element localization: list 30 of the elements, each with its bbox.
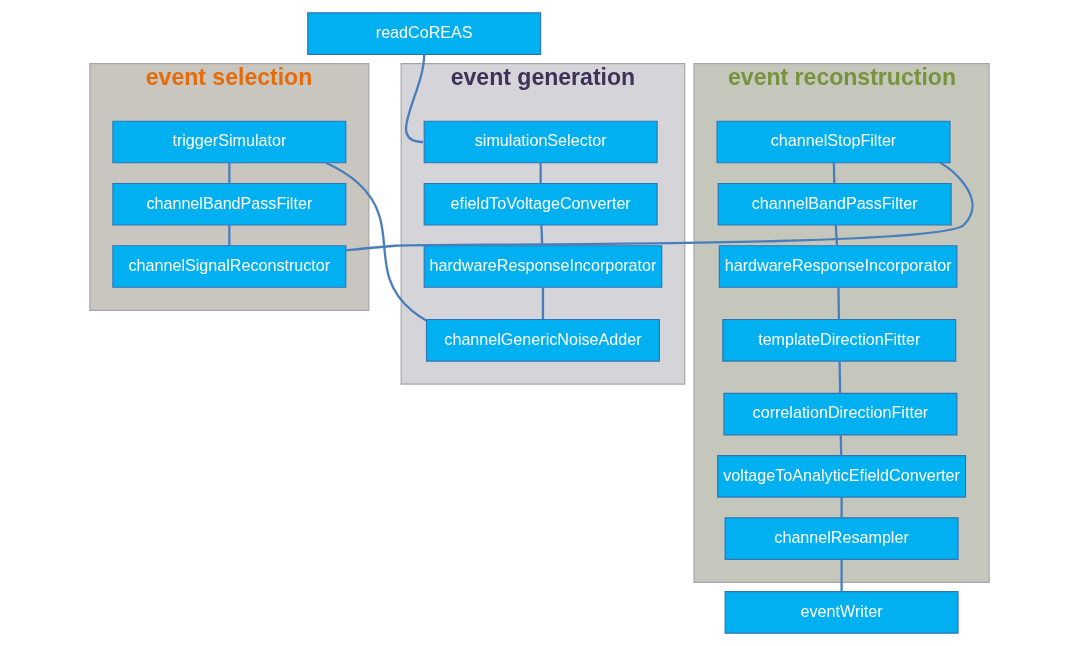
node-box: simulationSelector [423,120,658,164]
connector [346,161,974,252]
node-box: readCoREAS [307,12,542,55]
node-box: channelSignalReconstructor [112,245,347,288]
node-box: channelBandPassFilter [112,182,347,226]
node-box: triggerSimulator [112,120,347,164]
node-box: templateDirectionFitter [722,318,957,362]
node-box: hardwareResponseIncorporator [423,245,663,288]
connector [832,162,836,184]
connector [228,162,231,184]
connector [539,162,542,184]
connector [838,361,842,394]
connector [541,287,545,320]
node-box: channelBandPassFilter [717,182,952,226]
node-box: hardwareResponseIncorporator [718,245,958,288]
connector [228,225,231,246]
node-box: channelGenericNoiseAdder [425,318,660,362]
node-box: correlationDirectionFitter [723,392,958,436]
connector [540,225,544,246]
connector [325,161,427,322]
connector [840,497,843,518]
node-box: voltageToAnalyticEfieldConverter [717,455,967,498]
node-box: efieldToVoltageConverter [423,182,658,226]
connector [840,559,843,592]
node-box: channelResampler [724,517,959,560]
connector [839,434,843,456]
connector [837,287,841,320]
connector [834,224,839,246]
node-box: channelStopFilter [716,120,951,164]
node-box: eventWriter [724,591,959,634]
